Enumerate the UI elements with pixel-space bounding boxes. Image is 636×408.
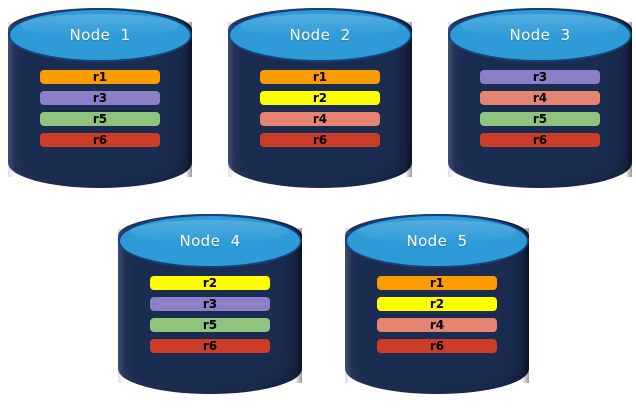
replica-list: r1 r2 r4 r6 [228, 70, 412, 147]
node-cylinder-top: Node 4 [118, 214, 302, 268]
replica-list: r2 r3 r5 r6 [118, 276, 302, 353]
replica-bar-r4[interactable]: r4 [480, 91, 600, 105]
replica-bar-r6[interactable]: r6 [480, 133, 600, 147]
replica-bar-r1[interactable]: r1 [377, 276, 497, 290]
replica-list: r1 r3 r5 r6 [8, 70, 192, 147]
replica-bar-r3[interactable]: r3 [150, 297, 270, 311]
node-label: Node 1 [69, 26, 131, 44]
replica-list: r3 r4 r5 r6 [448, 70, 632, 147]
database-node-1[interactable]: Node 1 r1 r3 r5 r6 [8, 8, 192, 188]
replica-bar-r5[interactable]: r5 [40, 112, 160, 126]
replica-bar-r4[interactable]: r4 [377, 318, 497, 332]
replica-bar-r3[interactable]: r3 [480, 70, 600, 84]
database-node-4[interactable]: Node 4 r2 r3 r5 r6 [118, 214, 302, 394]
replica-bar-r4[interactable]: r4 [260, 112, 380, 126]
database-node-5[interactable]: Node 5 r1 r2 r4 r6 [345, 214, 529, 394]
node-label: Node 5 [406, 232, 468, 250]
replica-bar-r5[interactable]: r5 [480, 112, 600, 126]
database-node-2[interactable]: Node 2 r1 r2 r4 r6 [228, 8, 412, 188]
replica-bar-r6[interactable]: r6 [260, 133, 380, 147]
node-cylinder-top: Node 1 [8, 8, 192, 62]
replica-bar-r6[interactable]: r6 [377, 339, 497, 353]
replica-bar-r6[interactable]: r6 [40, 133, 160, 147]
replica-bar-r2[interactable]: r2 [150, 276, 270, 290]
node-cylinder-top: Node 2 [228, 8, 412, 62]
replica-bar-r6[interactable]: r6 [150, 339, 270, 353]
node-label: Node 3 [509, 26, 571, 44]
node-cylinder-top: Node 3 [448, 8, 632, 62]
replica-bar-r2[interactable]: r2 [260, 91, 380, 105]
database-node-3[interactable]: Node 3 r3 r4 r5 r6 [448, 8, 632, 188]
replica-bar-r5[interactable]: r5 [150, 318, 270, 332]
node-label: Node 4 [179, 232, 241, 250]
node-label: Node 2 [289, 26, 351, 44]
node-cylinder-top: Node 5 [345, 214, 529, 268]
replica-bar-r1[interactable]: r1 [260, 70, 380, 84]
replica-bar-r2[interactable]: r2 [377, 297, 497, 311]
replica-bar-r1[interactable]: r1 [40, 70, 160, 84]
replica-list: r1 r2 r4 r6 [345, 276, 529, 353]
replica-bar-r3[interactable]: r3 [40, 91, 160, 105]
